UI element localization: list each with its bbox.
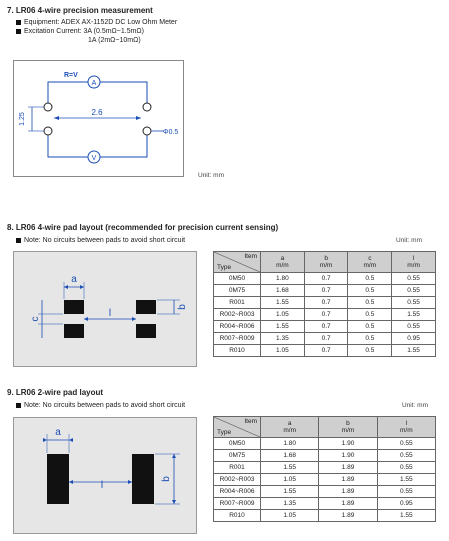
excitation-line: Excitation Current: 3A (0.5mΩ~1.5mΩ) [16, 28, 144, 35]
pad-layout-2wire-frame: a l b [13, 417, 197, 534]
label-a: a [55, 427, 61, 438]
section9-title: 9. LR06 2-wire pad layout [7, 388, 104, 397]
label-b: b [161, 476, 172, 482]
label-a: a [71, 274, 77, 285]
section8-title: 8. LR06 4-wire pad layout (recommended f… [7, 223, 279, 232]
equipment-line: Equipment: ADEX AX-1152D DC Low Ohm Mete… [16, 19, 177, 26]
section9-unit: Unit: mm [402, 402, 428, 409]
section8-note: Note: No circuits between pads to avoid … [16, 237, 185, 244]
section7-title: 7. LR06 4-wire precision measurement [7, 6, 153, 15]
section7-unit: Unit: mm [198, 172, 224, 179]
label-l: l [109, 308, 111, 319]
label-l: l [101, 480, 103, 491]
section9-note: Note: No circuits between pads to avoid … [16, 402, 185, 409]
dim-1-25: 1.25 [19, 112, 26, 126]
label-b: b [177, 304, 188, 310]
voltmeter-label: V [92, 155, 97, 162]
bullet-icon [16, 237, 21, 243]
dim-2-6: 2.6 [91, 108, 103, 117]
section8-unit: Unit: mm [396, 237, 422, 244]
header-item-type: Item Type [213, 416, 261, 438]
pad-layout-4wire-frame: a l c b [13, 251, 197, 367]
pad-layout-2wire-diagram: a l b [43, 427, 180, 505]
bullet-icon [16, 28, 21, 34]
measurement-diagram-frame: A R=V V 2.6 1.25 Φ0.5 [13, 60, 184, 177]
header-item-type: Item Type [213, 251, 261, 273]
label-c: c [30, 317, 41, 322]
bullet-icon [16, 402, 21, 408]
excitation-line-2: 1A (2mΩ~10mΩ) [88, 37, 141, 44]
r-label: R=V [64, 72, 78, 79]
pad-layout-4wire-diagram: a l c b [30, 274, 188, 338]
bullet-icon [16, 19, 21, 25]
measurement-diagram: A R=V V 2.6 1.25 Φ0.5 [19, 72, 178, 164]
phi-label: Φ0.5 [163, 129, 178, 136]
ammeter-label: A [92, 80, 97, 87]
